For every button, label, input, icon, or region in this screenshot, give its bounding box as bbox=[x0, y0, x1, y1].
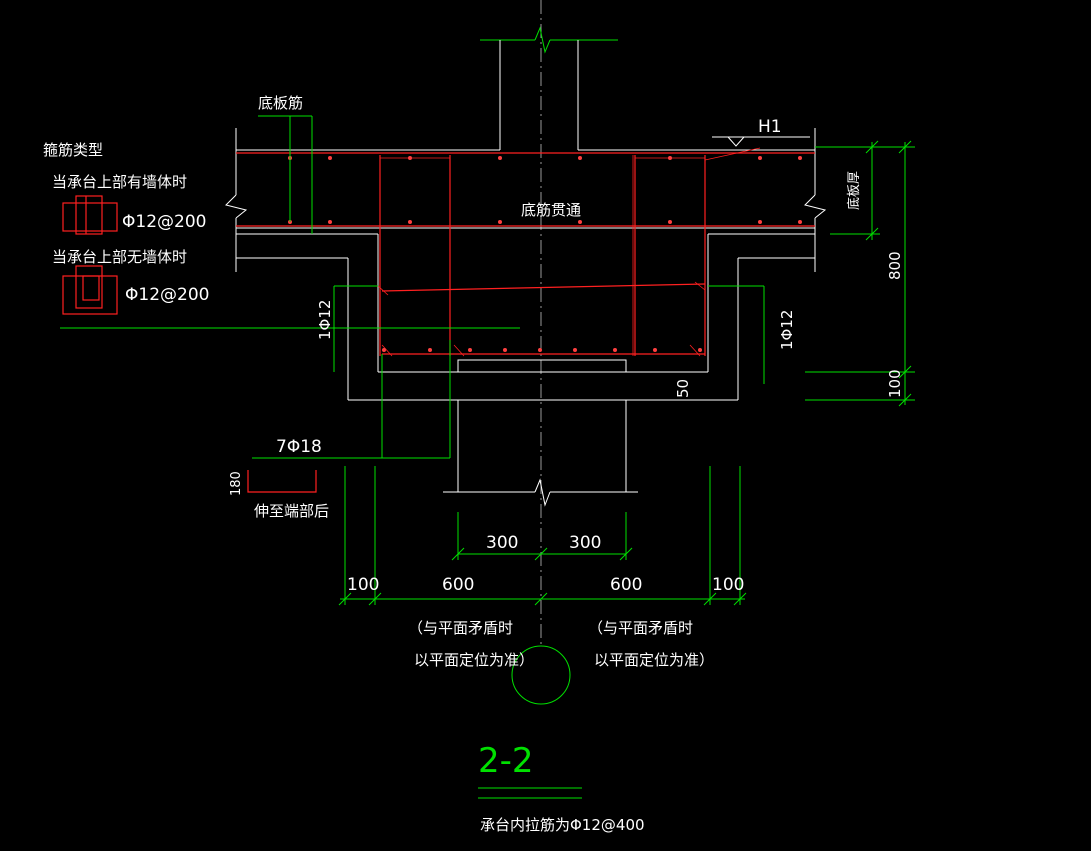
dim-50: 50 bbox=[674, 379, 692, 398]
bottom-bar-through-label: 底筋贯通 bbox=[521, 201, 581, 219]
rebar-dot bbox=[408, 220, 412, 224]
rebar-dot bbox=[653, 348, 657, 352]
rebar-dot bbox=[382, 348, 386, 352]
rebar-dot bbox=[668, 220, 672, 224]
dim-600-right: 600 bbox=[610, 575, 642, 595]
hook-180-label: 180 bbox=[229, 471, 244, 496]
bottom-slab-bar-label: 底板筋 bbox=[258, 94, 303, 112]
main-bar-label: 7Φ18 bbox=[276, 437, 322, 457]
spec-with-wall: Φ12@200 bbox=[122, 212, 206, 232]
spec-without-wall: Φ12@200 bbox=[125, 285, 209, 305]
rebar-dot bbox=[798, 220, 802, 224]
left-vertical-bar-label: 1Φ12 bbox=[316, 300, 334, 340]
dim-300-right: 300 bbox=[569, 533, 601, 553]
dim-800: 800 bbox=[886, 251, 904, 280]
dim-100-right: 100 bbox=[886, 369, 904, 398]
rebar-dot bbox=[578, 220, 582, 224]
slab-thickness-label: 底板厚 bbox=[846, 171, 862, 210]
axis-bubble bbox=[511, 645, 571, 705]
without-wall-label: 当承台上部无墙体时 bbox=[52, 248, 187, 266]
note-right-line1: （与平面矛盾时 bbox=[588, 619, 693, 637]
leaders-and-dimensions bbox=[60, 115, 915, 799]
rebar-dot bbox=[613, 348, 617, 352]
rebar-dot bbox=[408, 156, 412, 160]
note-left-line2: 以平面定位为准） bbox=[414, 651, 534, 669]
rebar-dot bbox=[538, 348, 542, 352]
rebar-dot bbox=[503, 348, 507, 352]
rebar-dot bbox=[428, 348, 432, 352]
stirrup-type-label: 箍筋类型 bbox=[43, 141, 103, 159]
stirrup-legend bbox=[62, 195, 317, 493]
dim-600-left: 600 bbox=[442, 575, 474, 595]
rebar-cage bbox=[236, 147, 815, 357]
with-wall-label: 当承台上部有墙体时 bbox=[52, 173, 187, 191]
rebar-dot bbox=[758, 220, 762, 224]
rebar-dot bbox=[498, 220, 502, 224]
note-left-line1: （与平面矛盾时 bbox=[408, 619, 513, 637]
rebar-dot bbox=[468, 348, 472, 352]
rebar-dot bbox=[798, 156, 802, 160]
section-label: 2-2 bbox=[478, 741, 534, 781]
tie-bar-note: 承台内拉筋为Φ12@400 bbox=[480, 816, 645, 834]
rebar-dot bbox=[328, 156, 332, 160]
h1-label: H1 bbox=[758, 117, 782, 137]
dim-300-left: 300 bbox=[486, 533, 518, 553]
dim-100-left: 100 bbox=[347, 575, 379, 595]
rebar-dot bbox=[578, 156, 582, 160]
rebar-dot bbox=[498, 156, 502, 160]
rebar-dot bbox=[698, 348, 702, 352]
rebar-dot bbox=[668, 156, 672, 160]
rebar-dot bbox=[573, 348, 577, 352]
note-right-line2: 以平面定位为准） bbox=[594, 651, 714, 669]
rebar-dot bbox=[328, 220, 332, 224]
dim-100-far-right: 100 bbox=[712, 575, 744, 595]
extend-to-end-label: 伸至端部后 bbox=[254, 502, 329, 520]
upper-wall-outline bbox=[480, 26, 618, 150]
rebar-dot bbox=[758, 156, 762, 160]
right-vertical-bar-label: 1Φ12 bbox=[778, 310, 796, 350]
